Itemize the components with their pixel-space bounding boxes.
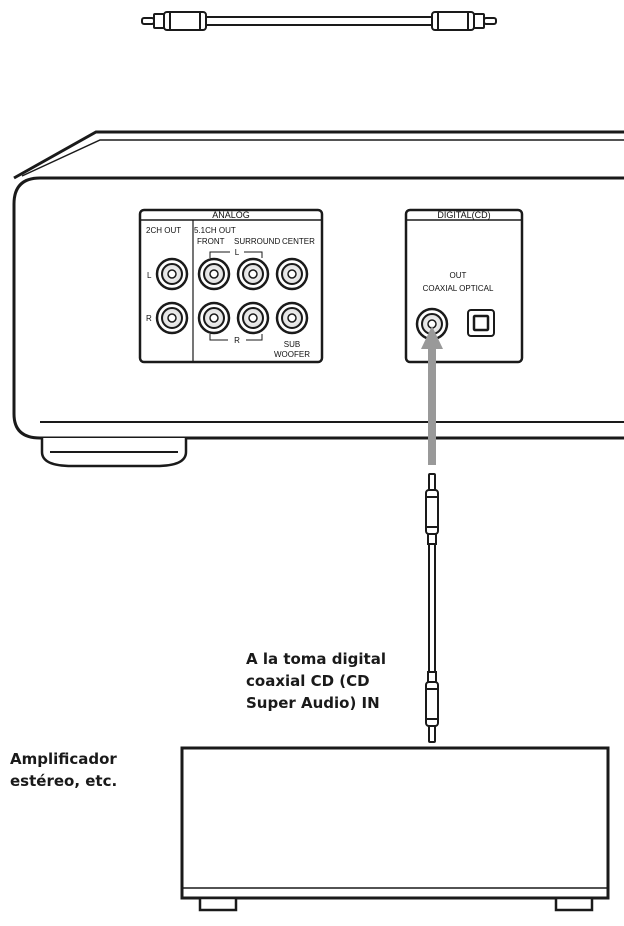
analog-r-label: R: [146, 314, 152, 323]
optical-out-jack: [467, 309, 495, 337]
digital-panel: DIGITAL(CD) OUT COAXIAL OPTICAL: [404, 208, 524, 364]
analog-surround-label: SURROUND: [234, 237, 280, 246]
connection-arrow: [421, 326, 443, 465]
connecting-cable: [425, 473, 439, 743]
amplifier-callout-line2: estéreo, etc.: [10, 772, 118, 790]
player-foot: [40, 438, 188, 468]
jack-surround-r: [236, 301, 270, 335]
analog-header: ANALOG: [212, 210, 250, 220]
input-jack-callout-line3: Super Audio) IN: [246, 694, 380, 712]
jack-2ch-r: [155, 301, 189, 335]
jack-surround-l: [236, 257, 270, 291]
analog-2ch-label: 2CH OUT: [146, 226, 181, 235]
analog-51ch-label: 5.1CH OUT: [194, 226, 236, 235]
jack-subwoofer: [275, 301, 309, 335]
jack-front-r: [197, 301, 231, 335]
analog-panel: ANALOG 2CH OUT 5.1CH OUT FRONT SURROUND …: [138, 208, 324, 364]
jack-front-l: [197, 257, 231, 291]
coaxial-cable-accessory: [141, 11, 497, 31]
jack-2ch-l: [155, 257, 189, 291]
analog-front-label: FRONT: [197, 237, 225, 246]
input-jack-callout-line2: coaxial CD (CD: [246, 672, 370, 690]
stereo-amplifier: [180, 746, 610, 912]
analog-bracket-l-label: L: [235, 248, 240, 257]
analog-bracket-r-label: R: [234, 336, 240, 345]
amplifier-callout-line1: Amplificador: [10, 750, 117, 768]
analog-l-label: L: [147, 271, 152, 280]
analog-woofer-label: WOOFER: [274, 350, 310, 359]
digital-out-label: OUT: [450, 271, 467, 280]
analog-center-label: CENTER: [282, 237, 315, 246]
digital-coaxial-optical-label: COAXIAL OPTICAL: [423, 284, 494, 293]
input-jack-callout: A la toma digital coaxial CD (CD Super A…: [246, 648, 431, 714]
digital-header: DIGITAL(CD): [437, 210, 490, 220]
amplifier-callout: Amplificador estéreo, etc.: [10, 748, 170, 792]
jack-center: [275, 257, 309, 291]
coaxial-out-jack: [415, 307, 449, 341]
analog-sub-label: SUB: [284, 340, 300, 349]
input-jack-callout-line1: A la toma digital: [246, 650, 386, 668]
